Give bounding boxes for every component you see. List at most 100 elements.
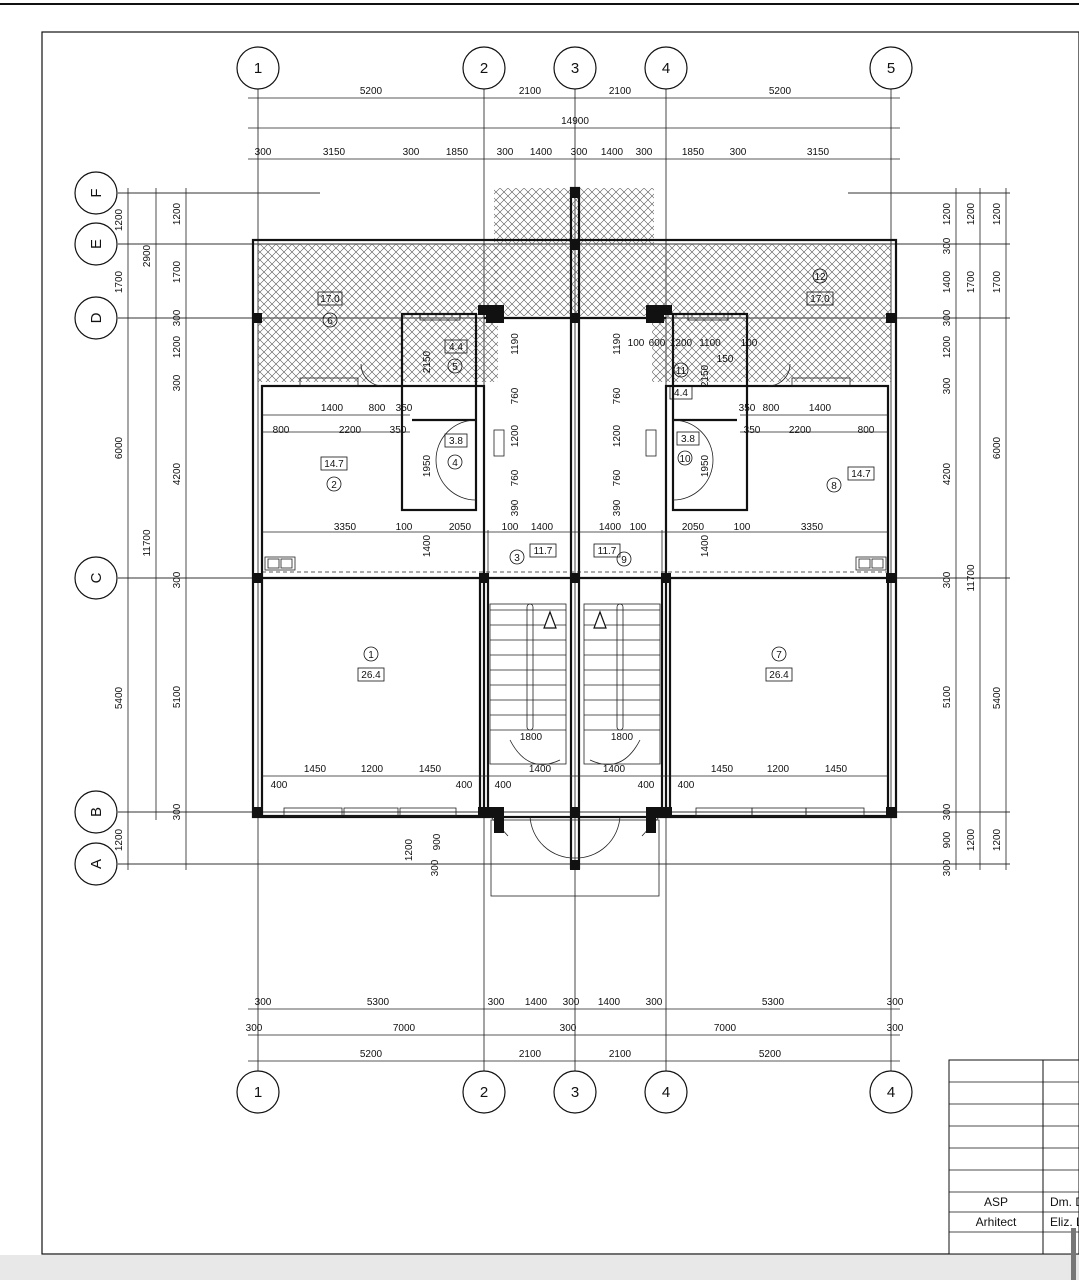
svg-text:300: 300 xyxy=(646,997,663,1008)
svg-text:300: 300 xyxy=(172,803,183,820)
svg-text:1400: 1400 xyxy=(700,534,711,557)
svg-text:800: 800 xyxy=(273,425,290,436)
svg-text:1450: 1450 xyxy=(825,764,848,775)
svg-text:4: 4 xyxy=(452,458,458,469)
svg-text:1200: 1200 xyxy=(612,424,623,447)
svg-text:1200: 1200 xyxy=(114,828,125,851)
svg-text:300: 300 xyxy=(942,803,953,820)
svg-text:400: 400 xyxy=(678,780,695,791)
svg-text:300: 300 xyxy=(172,571,183,588)
svg-text:760: 760 xyxy=(510,469,521,486)
svg-text:2200: 2200 xyxy=(339,425,362,436)
svg-text:11.7: 11.7 xyxy=(534,546,553,557)
room-10: 3.8 10 xyxy=(676,431,700,466)
axis-top-2: 2 xyxy=(462,46,506,90)
svg-text:10: 10 xyxy=(679,454,691,465)
svg-text:900: 900 xyxy=(432,833,443,850)
svg-text:3.8: 3.8 xyxy=(681,434,695,445)
vertical-scrollbar-thumb[interactable] xyxy=(1071,1228,1076,1280)
svg-text:100: 100 xyxy=(630,522,647,533)
svg-text:300: 300 xyxy=(887,997,904,1008)
room-3: 3 11.7 xyxy=(509,543,557,565)
svg-text:1400: 1400 xyxy=(529,764,552,775)
svg-text:6000: 6000 xyxy=(992,436,1003,459)
svg-text:14.7: 14.7 xyxy=(851,469,871,480)
svg-text:5400: 5400 xyxy=(992,686,1003,709)
svg-text:1400: 1400 xyxy=(599,522,622,533)
svg-text:300: 300 xyxy=(571,147,588,158)
svg-text:11.7: 11.7 xyxy=(598,546,617,557)
svg-text:1800: 1800 xyxy=(520,732,543,743)
svg-text:7000: 7000 xyxy=(393,1023,416,1034)
svg-text:350: 350 xyxy=(739,403,756,414)
svg-text:400: 400 xyxy=(456,780,473,791)
svg-text:1950: 1950 xyxy=(422,454,433,477)
svg-text:760: 760 xyxy=(612,387,623,404)
room-11: 11 4.4 xyxy=(669,362,693,400)
svg-text:1400: 1400 xyxy=(601,147,624,158)
svg-text:300: 300 xyxy=(172,309,183,326)
svg-text:3150: 3150 xyxy=(323,147,346,158)
svg-text:6: 6 xyxy=(327,316,333,327)
axis-top-5: 5 xyxy=(869,46,913,90)
dim-top-3: 2100 xyxy=(609,86,632,97)
sheet-border xyxy=(41,31,1079,1255)
room-5: 4.4 5 xyxy=(444,339,468,374)
svg-text:1200: 1200 xyxy=(670,338,693,349)
svg-text:760: 760 xyxy=(612,469,623,486)
svg-text:390: 390 xyxy=(612,499,623,516)
svg-text:300: 300 xyxy=(488,997,505,1008)
svg-text:1400: 1400 xyxy=(525,997,548,1008)
axis-left-E: E xyxy=(74,222,118,266)
svg-text:300: 300 xyxy=(255,997,272,1008)
room-4: 3.8 4 xyxy=(444,433,468,470)
svg-text:1200: 1200 xyxy=(942,335,953,358)
svg-text:2050: 2050 xyxy=(449,522,472,533)
svg-text:1200: 1200 xyxy=(992,202,1003,225)
svg-text:4.4: 4.4 xyxy=(449,342,463,353)
svg-text:E: E xyxy=(88,239,105,249)
svg-text:4: 4 xyxy=(662,1084,670,1101)
svg-text:1200: 1200 xyxy=(510,424,521,447)
title-block-asp-label: ASP xyxy=(984,1195,1008,1209)
svg-text:1450: 1450 xyxy=(711,764,734,775)
svg-text:3350: 3350 xyxy=(801,522,824,533)
svg-text:26.4: 26.4 xyxy=(769,670,789,681)
svg-text:4.4: 4.4 xyxy=(674,388,688,399)
fixtures xyxy=(264,429,887,571)
svg-text:2: 2 xyxy=(480,1084,488,1101)
dim-top-total: 14900 xyxy=(561,116,589,127)
svg-text:5300: 5300 xyxy=(367,997,390,1008)
svg-text:1190: 1190 xyxy=(612,333,623,355)
svg-text:3.8: 3.8 xyxy=(449,436,463,447)
svg-text:14.7: 14.7 xyxy=(324,459,344,470)
svg-text:3: 3 xyxy=(571,1084,579,1101)
room-12: 12 17.0 xyxy=(806,268,834,306)
svg-text:300: 300 xyxy=(942,237,953,254)
room-2: 14.7 2 xyxy=(320,456,348,492)
svg-text:1: 1 xyxy=(254,60,262,77)
svg-text:C: C xyxy=(88,572,105,583)
axis-left-A: A xyxy=(74,842,118,886)
svg-text:1200: 1200 xyxy=(172,335,183,358)
svg-text:5400: 5400 xyxy=(114,686,125,709)
svg-text:1400: 1400 xyxy=(942,270,953,293)
svg-text:B: B xyxy=(88,807,105,817)
svg-text:5100: 5100 xyxy=(172,685,183,708)
svg-text:300: 300 xyxy=(172,374,183,391)
svg-text:1400: 1400 xyxy=(321,403,344,414)
dim-top-4: 5200 xyxy=(769,86,792,97)
svg-text:7000: 7000 xyxy=(714,1023,737,1034)
svg-text:2150: 2150 xyxy=(422,350,433,373)
svg-text:390: 390 xyxy=(510,499,521,516)
svg-text:5: 5 xyxy=(887,60,895,77)
svg-text:1200: 1200 xyxy=(966,828,977,851)
svg-text:300: 300 xyxy=(430,859,441,876)
svg-text:400: 400 xyxy=(271,780,288,791)
openings xyxy=(283,313,865,859)
svg-text:1450: 1450 xyxy=(304,764,327,775)
axis-left-F: F xyxy=(74,171,118,215)
svg-text:300: 300 xyxy=(636,147,653,158)
svg-text:760: 760 xyxy=(510,387,521,404)
svg-text:300: 300 xyxy=(730,147,747,158)
